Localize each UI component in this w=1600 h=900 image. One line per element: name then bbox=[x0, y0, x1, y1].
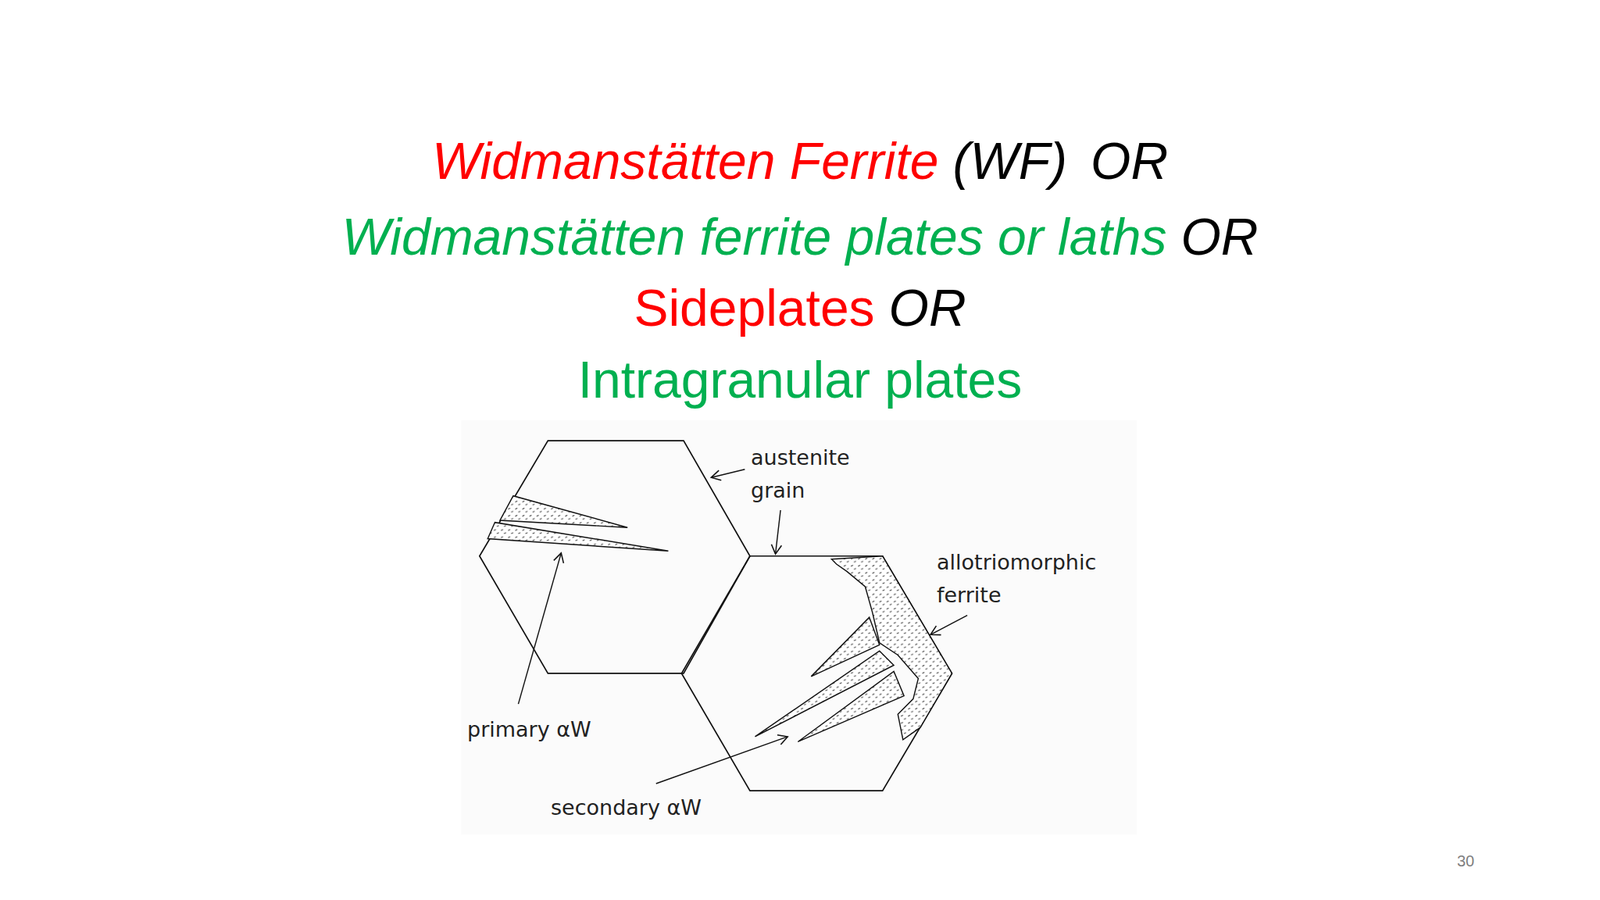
callout-label: primary αW bbox=[467, 713, 592, 747]
title-line: Widmanstätten ferrite plates or lathsOR bbox=[0, 200, 1600, 273]
page-number: 30 bbox=[1457, 850, 1475, 872]
title-text: OR bbox=[1180, 200, 1258, 273]
title-text: Intragranular plates bbox=[578, 343, 1023, 416]
callout-label: austenite grain bbox=[750, 441, 888, 508]
title-line: Widmanstätten Ferrite(WF) OR bbox=[0, 125, 1600, 197]
title-text: OR bbox=[889, 271, 967, 344]
title-text: Sideplates bbox=[633, 271, 875, 344]
title-text: (WF) bbox=[953, 125, 1068, 197]
callout-label: allotriomorphic ferrite bbox=[936, 546, 1156, 612]
title-text: OR bbox=[1090, 125, 1168, 197]
title-text: Widmanstätten Ferrite bbox=[432, 125, 940, 197]
title-line: Intragranular plates bbox=[0, 343, 1600, 416]
callout-label: secondary αW bbox=[550, 791, 702, 825]
title-line: SideplatesOR bbox=[0, 271, 1600, 344]
title-text: Widmanstätten ferrite plates or laths bbox=[342, 200, 1168, 273]
